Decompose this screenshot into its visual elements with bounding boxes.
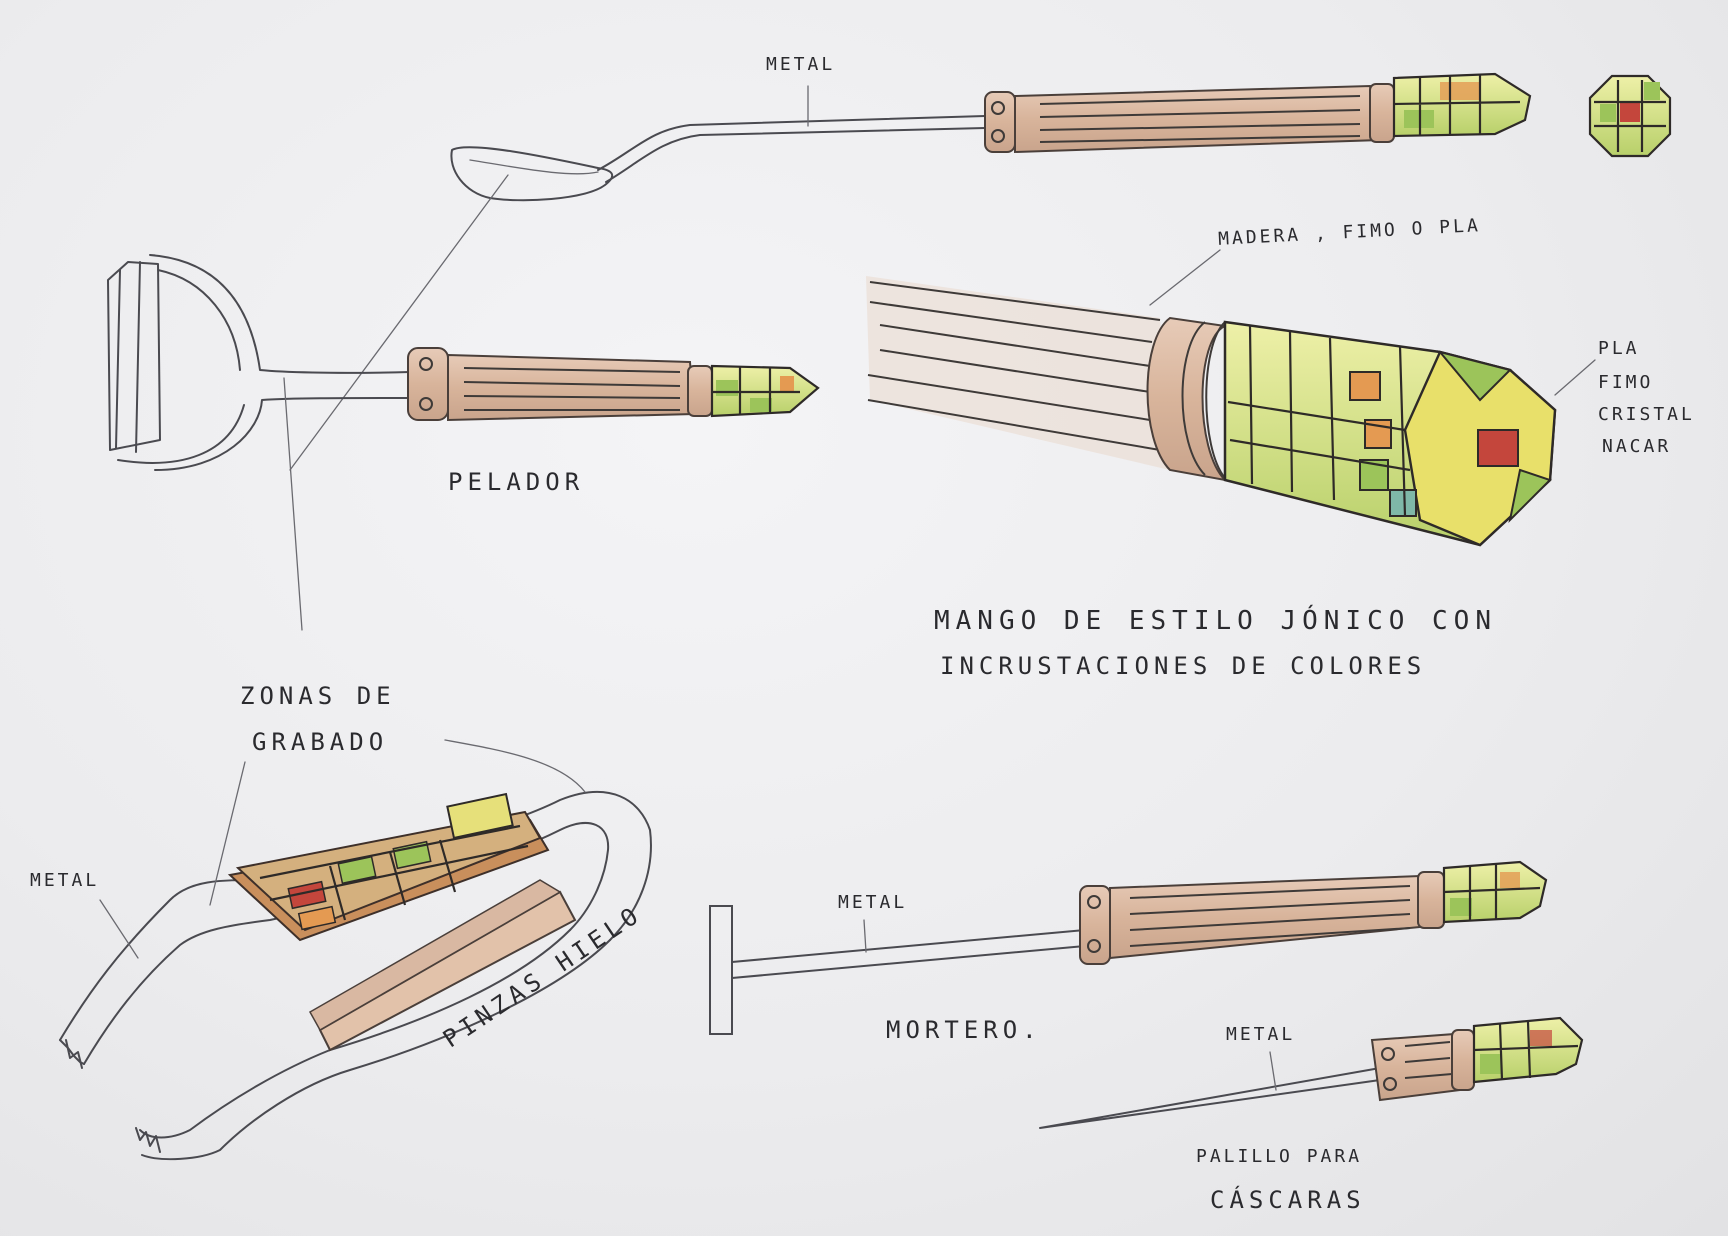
tip-materials-pla: PLA [1598, 338, 1640, 359]
tip-materials-fimo: FIMO [1598, 372, 1654, 393]
nut-pick-label-line-2: CÁSCARAS [1210, 1186, 1366, 1214]
peeler-handle [407, 347, 820, 422]
handle-title-line-1: MANGO DE ESTILO JÓNICO CON [934, 606, 1497, 636]
peeler-sketch [107, 254, 820, 631]
tip-materials-cristal: CRISTAL [1598, 404, 1695, 425]
nut-pick-sketch [1039, 1016, 1584, 1129]
spoon-metal-label: METAL [766, 54, 836, 75]
handle-detail-sketch [866, 249, 1596, 547]
handle-end-cap [1588, 74, 1672, 158]
tip-materials-nacar: NACAR [1602, 436, 1672, 457]
mortar-label: MORTERO. [886, 1016, 1042, 1044]
tongs-metal-label: METAL [30, 870, 100, 891]
mortar-sketch [709, 860, 1548, 1035]
pick-handle [1370, 1016, 1584, 1102]
engraving-label-line-2: GRABADO [252, 728, 389, 756]
nut-pick-label-line-1: PALILLO PARA [1196, 1146, 1363, 1167]
mortar-metal-label: METAL [838, 892, 908, 913]
pick-metal-label: METAL [1226, 1024, 1296, 1045]
handle-title-line-2: INCRUSTACIONES DE COLORES [940, 652, 1427, 680]
peeler-label: PELADOR [448, 468, 585, 496]
spoon-handle [984, 72, 1532, 154]
spoon-sketch [289, 72, 1672, 471]
mortar-handle [1079, 860, 1548, 965]
ice-tongs-sketch [59, 739, 652, 1161]
engraving-label-line-1: ZONAS DE [240, 682, 396, 710]
